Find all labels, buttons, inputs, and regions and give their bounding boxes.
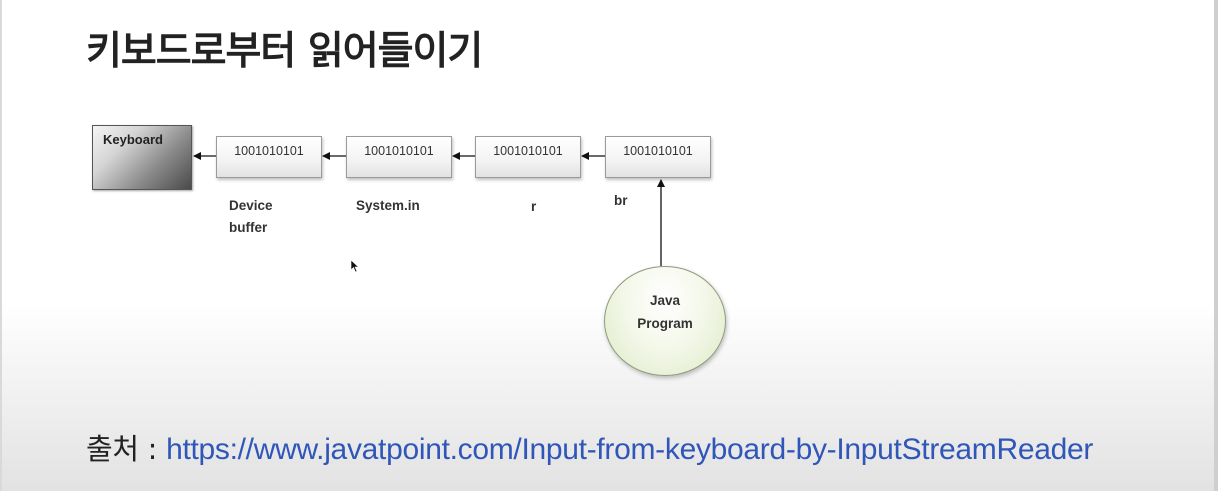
buffer-bits: 1001010101	[364, 144, 434, 158]
source-link[interactable]: https://www.javatpoint.com/Input-from-ke…	[166, 433, 1094, 466]
buffered-reader-br-node: 1001010101	[605, 136, 711, 178]
label-line: System.in	[356, 198, 420, 213]
slide-right-edge	[1214, 0, 1218, 491]
label-line: Program	[637, 316, 693, 331]
device-buffer-label: Device buffer	[229, 195, 273, 239]
device-buffer-node: 1001010101	[216, 136, 322, 178]
label-line: r	[531, 199, 537, 214]
label-line: br	[614, 193, 628, 208]
slide-left-edge	[0, 0, 2, 491]
mouse-cursor-icon	[350, 259, 360, 273]
label-line: Java	[649, 293, 681, 308]
buffer-bits: 1001010101	[623, 144, 693, 158]
reader-r-label: r	[531, 196, 536, 218]
slide-title: 키보드로부터 읽어들이기	[86, 29, 483, 74]
keyboard-label: Keyboard	[103, 132, 163, 147]
system-in-node: 1001010101	[346, 136, 452, 178]
source-prefix: 출처 :	[86, 432, 167, 466]
system-in-label: System.in	[356, 195, 420, 217]
java-program-label: Java Program	[605, 289, 725, 335]
label-line: Device	[229, 198, 273, 213]
buffer-bits: 1001010101	[234, 144, 304, 158]
reader-r-node: 1001010101	[475, 136, 581, 178]
label-line: buffer	[229, 220, 268, 235]
java-program-node: Java Program	[604, 266, 726, 376]
buffer-bits: 1001010101	[493, 144, 563, 158]
source-citation: 출처 : https://www.javatpoint.com/Input-fr…	[86, 426, 1093, 468]
keyboard-node: Keyboard	[92, 125, 192, 190]
buffered-reader-br-label: br	[614, 190, 628, 212]
